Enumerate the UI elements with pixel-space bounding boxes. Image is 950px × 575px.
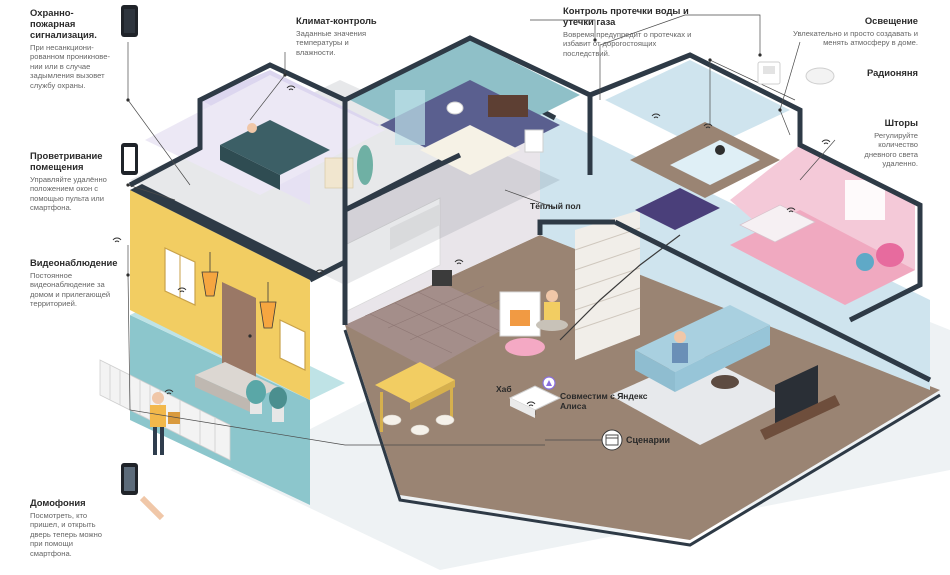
staircase	[559, 210, 681, 360]
dining-chairs	[382, 414, 455, 436]
leak-title: Контроль протечки воды и утечки газа	[563, 5, 689, 27]
callout-video: Видеонаблюдение Постоянное видеонаблюден…	[30, 257, 122, 309]
oven	[432, 270, 452, 286]
ventilation-desc: Управляйте удалённо положением окон с по…	[30, 175, 107, 213]
facade-window-right	[279, 319, 306, 371]
bathroom-teal	[350, 40, 580, 175]
fire-alarm-title: Охранно-пожарная сигнализация.	[30, 7, 97, 40]
porch-deck	[130, 315, 310, 505]
callout-radio-nanny: Радионяня	[840, 67, 918, 78]
leak-desc: Вовремя предупредит о протечках и избави…	[563, 30, 692, 58]
nursery-pink	[730, 145, 915, 305]
warm-floor-tag: Тёплый пол	[530, 201, 581, 211]
alice-tag: Совместим с Яндекс Алиса	[560, 391, 648, 411]
porch-plants	[246, 380, 287, 422]
coffee-table	[711, 375, 739, 389]
radio-nanny-title: Радионяня	[866, 67, 918, 78]
callout-curtains: Шторы Регулируйте количество дневного св…	[850, 117, 918, 169]
curtains-desc: Регулируйте количество дневного света уд…	[864, 131, 918, 169]
callout-ventilation: Проветривание помещения Управляйте удалё…	[30, 150, 122, 213]
leader-lines	[127, 14, 836, 446]
callout-lighting: Освещение Увлекательно и просто создават…	[790, 15, 918, 48]
sofa	[635, 305, 770, 392]
smart-hub	[508, 385, 562, 418]
person-on-sofa	[674, 331, 686, 343]
ground-floor-outline	[343, 329, 941, 547]
callout-climate: Климат-контроль Заданные значения темпер…	[296, 15, 380, 57]
intercom-desc: Посмотреть, кто пришел, и открыть дверь …	[30, 511, 102, 558]
bedroom-lavender	[145, 70, 385, 205]
ventilation-title: Проветривание помещения	[30, 150, 103, 172]
scenarios-icon	[601, 429, 623, 451]
lighting-devices	[757, 61, 835, 85]
lighting-desc: Увлекательно и просто создавать и менять…	[793, 29, 918, 48]
kitchen-tile-floor	[345, 282, 520, 370]
video-title: Видеонаблюдение	[30, 257, 118, 268]
wifi-icons	[112, 85, 831, 407]
bedroom-blue	[605, 60, 790, 230]
living-back-wall	[540, 110, 930, 390]
courier-figure	[150, 392, 180, 455]
facade-roof-edge	[130, 184, 322, 280]
rocking-chair	[536, 319, 568, 331]
upper-wall-edge	[128, 62, 348, 210]
dining-table	[375, 362, 455, 403]
video-desc: Постоянное видеонаблюдение за домом и пр…	[30, 271, 111, 309]
fire-alarm-desc: При несанкциони-рованном проникнове-нии …	[30, 43, 110, 90]
leader-dots	[126, 38, 782, 277]
climate-title: Климат-контроль	[296, 15, 377, 26]
pink-rug	[505, 338, 545, 356]
front-door	[222, 282, 256, 380]
hub-tag: Хаб	[496, 384, 512, 394]
climate-desc: Заданные значения температуры и влажност…	[296, 29, 367, 57]
intercom-title: Домофония	[30, 497, 86, 508]
yellow-facade-front	[130, 190, 310, 400]
scenarios-tag: Сценарии	[626, 435, 671, 445]
callout-fire-alarm: Охранно-пожарная сигнализация. При несан…	[30, 7, 116, 90]
phone-devices	[121, 5, 165, 521]
curtains-title: Шторы	[884, 117, 918, 128]
callout-intercom: Домофония Посмотреть, кто пришел, и откр…	[30, 497, 116, 558]
tv-stand	[760, 395, 840, 440]
callout-leak: Контроль протечки воды и утечки газа Вов…	[563, 5, 695, 58]
porch-lamps	[201, 252, 277, 329]
lighting-title: Освещение	[864, 15, 918, 26]
